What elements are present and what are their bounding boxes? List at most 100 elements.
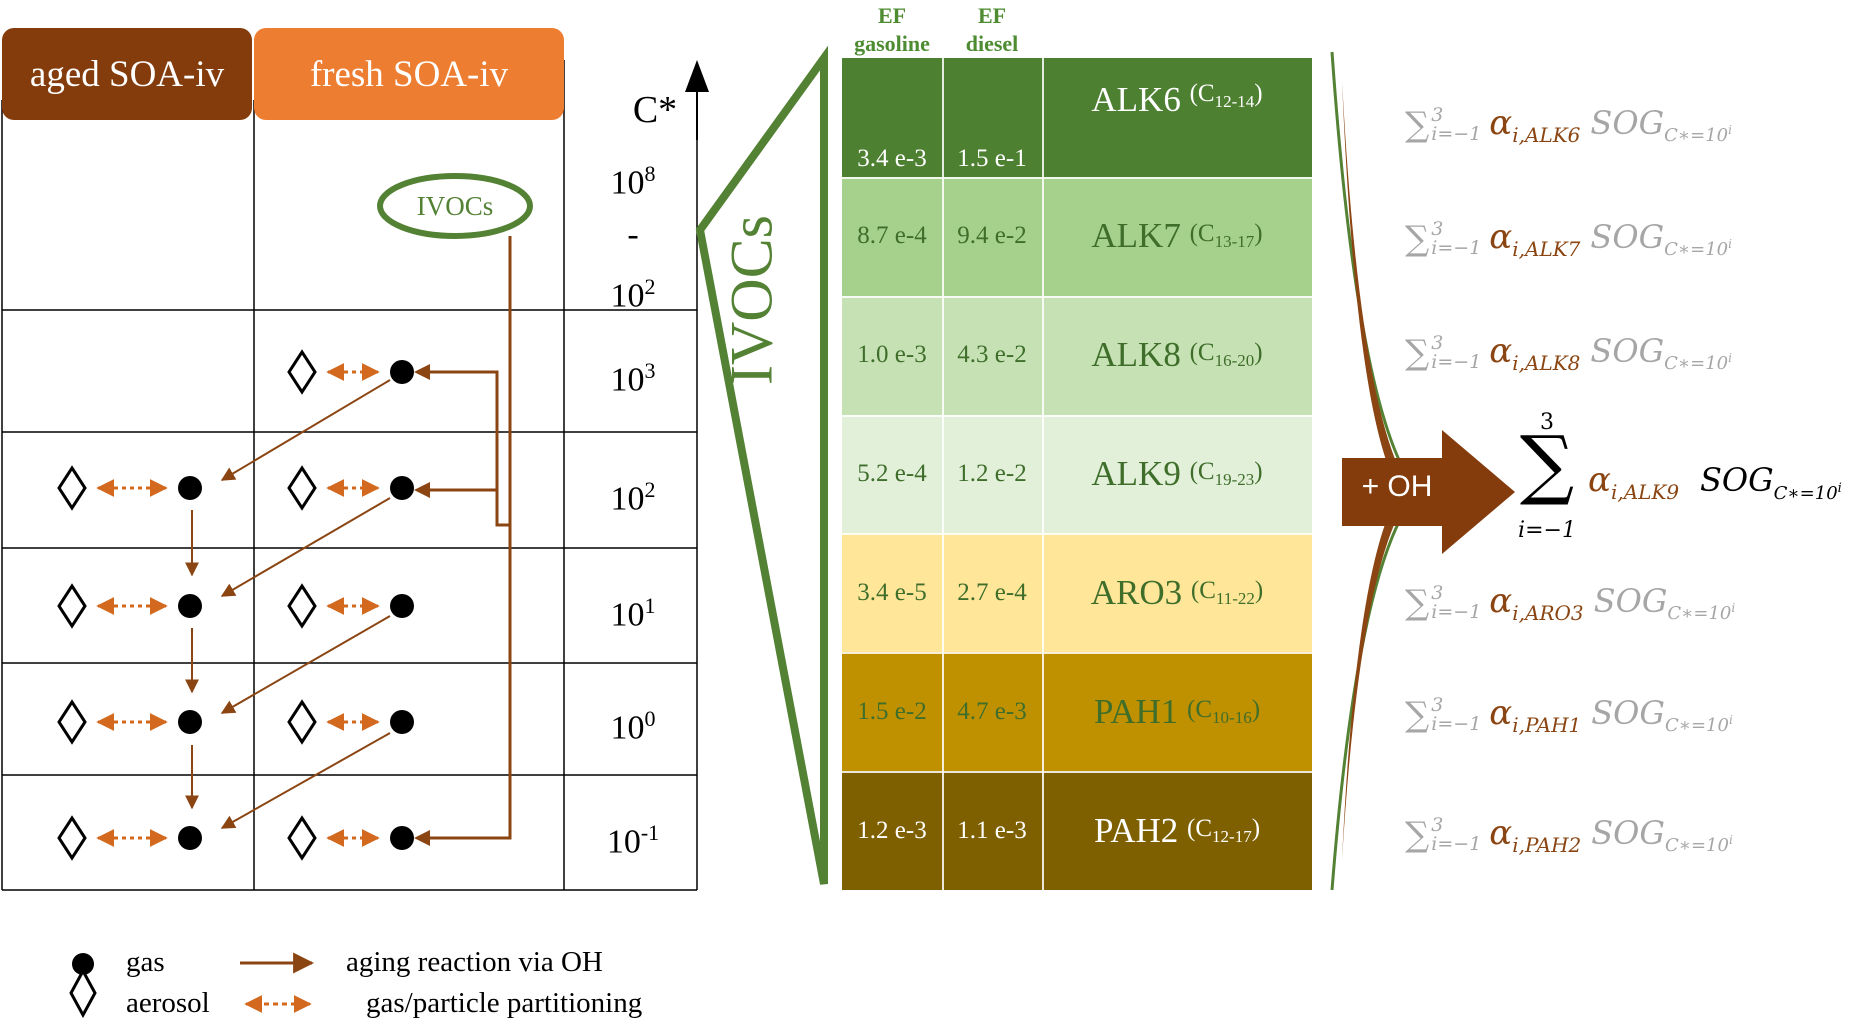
aerosol-diamond bbox=[57, 465, 87, 511]
bin-label: 103 bbox=[610, 358, 656, 399]
aerosol-diamond bbox=[287, 465, 317, 511]
aerosol-diamond bbox=[57, 815, 87, 861]
gas-dot bbox=[390, 360, 414, 384]
column-divider bbox=[942, 58, 944, 177]
ef-diesel-value: 1.5 e-1 bbox=[957, 144, 1027, 172]
aerosol-diamond bbox=[287, 349, 317, 395]
ivocs-vertical-label: IVOCs bbox=[718, 215, 785, 386]
aged-column-species bbox=[57, 465, 202, 861]
ef-gasoline-value: 1.5 e-2 bbox=[857, 697, 927, 725]
ef-diesel-value: 1.2 e-2 bbox=[957, 460, 1027, 487]
gas-dot bbox=[390, 710, 414, 734]
column-divider bbox=[942, 295, 944, 415]
cstar-label: C* bbox=[632, 89, 678, 131]
species-row: 3.4 e-3 1.5 e-1 ALK6 (C12-14) bbox=[842, 58, 1312, 177]
column-divider bbox=[1042, 58, 1044, 177]
gas-dot bbox=[390, 476, 414, 500]
ef-diesel-value: 1.1 e-3 bbox=[957, 816, 1027, 844]
species-row: 1.0 e-3 4.3 e-2 ALK8 (C16-20) bbox=[842, 295, 1312, 415]
row-divider bbox=[842, 414, 1312, 417]
ivoc-feed-lines bbox=[430, 236, 512, 840]
ef-gasoline-value: 3.4 e-5 bbox=[857, 578, 927, 606]
fresh-soa-header: fresh SOA-iv bbox=[254, 28, 564, 120]
species-name: ALK6 (C12-14) bbox=[1091, 80, 1263, 119]
column-divider bbox=[942, 652, 944, 772]
column-divider bbox=[1042, 771, 1044, 891]
aging-diagonal-arrows bbox=[220, 379, 391, 829]
gas-dot bbox=[178, 476, 202, 500]
species-row: 5.2 e-4 1.2 e-2 ALK9 (C19-23) bbox=[842, 414, 1312, 534]
column-divider bbox=[942, 771, 944, 891]
ef-diesel-value: 4.7 e-3 bbox=[957, 697, 1027, 725]
column-divider bbox=[942, 414, 944, 534]
species-row: 3.4 e-5 2.7 e-4 ARO3 (C11-22) bbox=[842, 533, 1312, 653]
species-name: PAH1 (C10-16) bbox=[1093, 691, 1261, 731]
column-divider bbox=[1042, 414, 1044, 534]
ef-gasoline-value: 5.2 e-4 bbox=[857, 460, 927, 487]
aerosol-diamond bbox=[287, 815, 317, 861]
species-name: ALK7 (C13-17) bbox=[1091, 216, 1263, 256]
species-name: PAH2 (C12-17) bbox=[1093, 810, 1261, 850]
ef-diesel-value: 2.7 e-4 bbox=[957, 578, 1027, 606]
ivocs-oval bbox=[377, 173, 533, 239]
alk9-big-formula: 3 ∑ i=−1 αi,ALK9 SOGC∗=10i bbox=[1518, 410, 1842, 543]
ef-gasoline-value: 8.7 e-4 bbox=[857, 222, 927, 250]
column-divider bbox=[1042, 295, 1044, 415]
bin-label: 100 bbox=[610, 706, 656, 747]
gas-dot bbox=[390, 826, 414, 850]
oh-reaction-arrow bbox=[1342, 430, 1515, 554]
column-divider bbox=[942, 176, 944, 296]
legend-aerosol: aerosol bbox=[126, 987, 210, 1019]
ivocs-oval-label: IVOCs bbox=[416, 190, 494, 221]
aerosol-diamond bbox=[287, 583, 317, 629]
column-divider bbox=[942, 533, 944, 653]
fresh-column-species bbox=[287, 349, 414, 861]
legend-aging: aging reaction via OH bbox=[346, 946, 603, 978]
aerosol-diamond bbox=[57, 699, 87, 745]
feed-arrowheads bbox=[414, 364, 430, 846]
bin-label: 102 bbox=[610, 477, 656, 518]
gas-dot bbox=[178, 826, 202, 850]
aerosol-diamond bbox=[287, 699, 317, 745]
row-divider bbox=[842, 176, 1312, 179]
column-divider bbox=[1042, 533, 1044, 653]
row-divider bbox=[842, 295, 1312, 298]
ef-gasoline-value: 3.4 e-3 bbox=[857, 144, 927, 172]
column-divider bbox=[1042, 652, 1044, 772]
ef-diesel-value: 4.3 e-2 bbox=[957, 341, 1027, 369]
oh-label: + OH bbox=[1361, 470, 1433, 503]
row-divider bbox=[842, 771, 1312, 774]
row-divider bbox=[842, 533, 1312, 536]
ef-gasoline-value: 1.2 e-3 bbox=[857, 816, 927, 844]
legend-symbols bbox=[69, 952, 315, 1019]
aged-soa-header: aged SOA-iv bbox=[2, 28, 252, 120]
species-name: ARO3 (C11-22) bbox=[1090, 572, 1264, 612]
legend-gas: gas bbox=[126, 946, 165, 978]
ef-gasoline-value: 1.0 e-3 bbox=[857, 341, 927, 369]
arrow-up-icon bbox=[685, 60, 709, 92]
gas-dot bbox=[178, 710, 202, 734]
species-row: 1.5 e-2 4.7 e-3 PAH1 (C10-16) bbox=[842, 652, 1312, 772]
cstar-axis bbox=[685, 60, 709, 140]
species-name: ALK9 (C19-23) bbox=[1091, 454, 1263, 493]
bin-label: 10-1 bbox=[606, 820, 660, 861]
species-row: 1.2 e-3 1.1 e-3 PAH2 (C12-17) bbox=[842, 771, 1312, 891]
aerosol-diamond bbox=[57, 583, 87, 629]
row-divider bbox=[842, 652, 1312, 655]
species-name: ALK8 (C16-20) bbox=[1091, 335, 1263, 375]
gas-dot bbox=[178, 594, 202, 618]
column-divider bbox=[1042, 176, 1044, 296]
legend-partitioning: gas/particle partitioning bbox=[366, 987, 643, 1019]
bin-label: 101 bbox=[610, 593, 656, 634]
bin-label-top: 108-102 bbox=[610, 161, 656, 315]
